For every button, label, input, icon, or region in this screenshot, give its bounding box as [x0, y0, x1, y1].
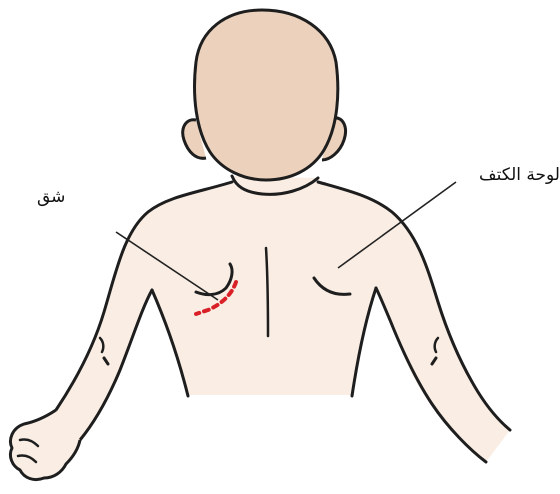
head	[195, 10, 338, 180]
incision-label: شق	[37, 187, 65, 207]
body	[10, 180, 510, 480]
torso-arms-shape	[36, 180, 510, 462]
shoulder-blade-label: لوحة الكتف	[479, 165, 560, 185]
